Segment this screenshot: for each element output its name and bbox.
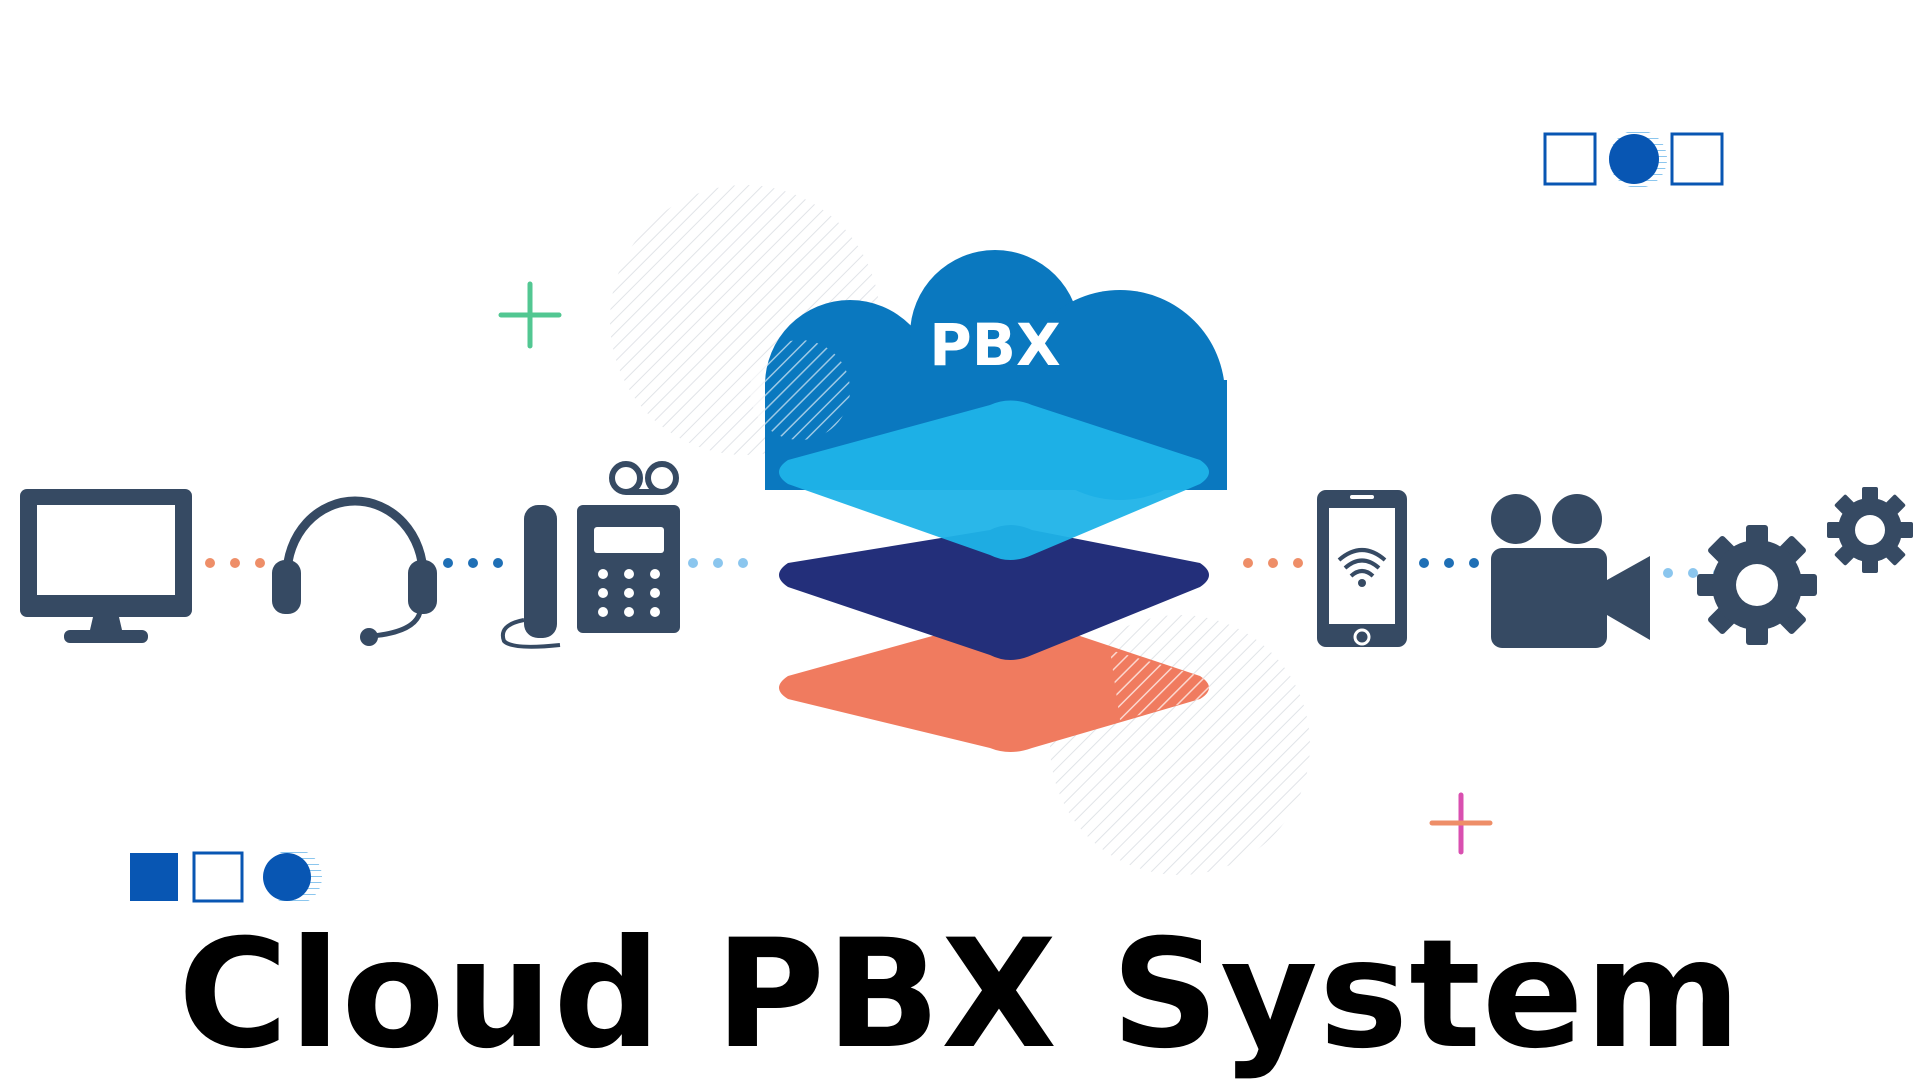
headset-icon	[272, 496, 437, 646]
square-outline-icon	[1543, 132, 1597, 186]
decorative-shapes-bottom-left	[130, 849, 322, 905]
plus-icon	[498, 281, 562, 349]
pbx-label: PBX	[929, 311, 1060, 379]
stack-layer-bottom	[779, 615, 1209, 752]
circle-filled-icon	[263, 853, 311, 901]
stack-layer-top	[779, 400, 1209, 560]
desk-phone-voicemail-icon	[501, 461, 680, 649]
gears-icon	[1697, 487, 1913, 645]
circle-filled-icon	[1609, 134, 1659, 184]
page-title: Cloud PBX System	[178, 908, 1742, 1080]
pbx-hub: PBX	[750, 250, 1227, 752]
plus-icon	[1429, 792, 1493, 855]
decorative-shapes-top-right	[1543, 130, 1724, 188]
square-filled-icon	[130, 853, 178, 901]
smartphone-wifi-icon	[1317, 490, 1407, 647]
square-outline-icon	[192, 851, 244, 903]
square-outline-icon	[1670, 132, 1724, 186]
desktop-monitor-icon	[20, 489, 192, 643]
video-camera-icon	[1491, 494, 1650, 648]
stack-layer-middle	[779, 525, 1209, 660]
